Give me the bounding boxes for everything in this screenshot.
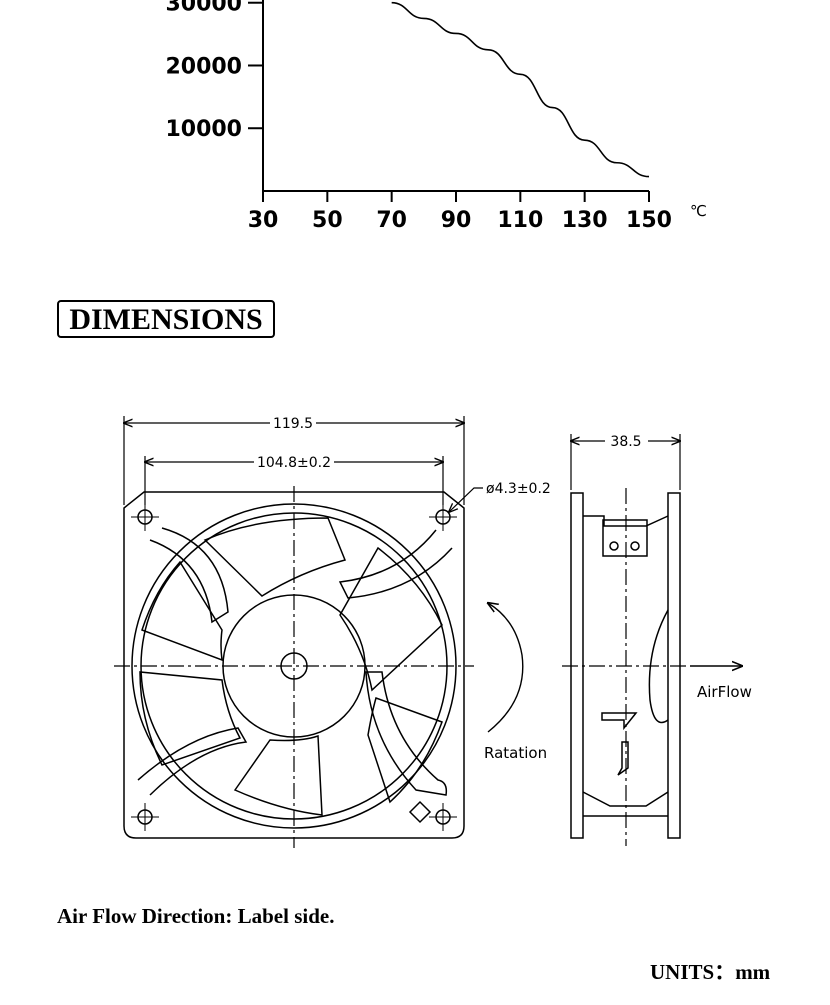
rotation-arrow bbox=[488, 603, 524, 733]
rotation-indicator-mark bbox=[601, 712, 638, 731]
x-tick-label: 70 bbox=[376, 208, 407, 233]
hole-diameter-label: ø4.3±0.2 bbox=[486, 481, 551, 497]
x-unit-label: ℃ bbox=[690, 202, 707, 220]
x-tick-label: 50 bbox=[312, 208, 343, 233]
connector-pin bbox=[609, 541, 619, 551]
temperature-curve-chart: 30 50 70 90 110 130 150 10000 20000 30000 ℃ bbox=[165, 0, 707, 233]
fan-blade bbox=[233, 734, 323, 816]
y-tick-label: 30000 bbox=[165, 0, 242, 17]
x-tick-label: 150 bbox=[626, 208, 672, 233]
fan-blade bbox=[203, 517, 347, 597]
depth-label: 38.5 bbox=[610, 434, 641, 450]
x-tick-label: 90 bbox=[441, 208, 472, 233]
fan-blade bbox=[141, 560, 223, 662]
x-tick-label: 110 bbox=[497, 208, 543, 233]
fan-shroud-circle bbox=[131, 503, 457, 829]
fan-strut bbox=[149, 527, 229, 624]
airflow-indicator-mark bbox=[617, 741, 629, 776]
y-tick-group: 10000 20000 30000 bbox=[165, 0, 263, 142]
fan-strut bbox=[137, 727, 248, 796]
fan-side-view bbox=[570, 492, 681, 839]
series-line bbox=[391, 1, 650, 178]
side-dimension-lines bbox=[571, 434, 680, 490]
motor-profile bbox=[648, 609, 669, 724]
rotation-label: Ratation bbox=[484, 744, 547, 762]
y-tick-label: 20000 bbox=[165, 54, 242, 79]
connector-block bbox=[602, 519, 648, 557]
units-note: UNITS：mm bbox=[650, 960, 771, 984]
side-body-top bbox=[583, 515, 669, 527]
hole-spacing-label: 104.8±0.2 bbox=[257, 455, 331, 471]
connector-pin bbox=[630, 541, 640, 551]
side-frame-right bbox=[667, 492, 681, 839]
y-tick-label: 10000 bbox=[165, 117, 242, 142]
airflow-label: AirFlow bbox=[697, 683, 752, 701]
dimensions-title: DIMENSIONS bbox=[57, 300, 275, 338]
overall-width-label: 119.5 bbox=[273, 416, 313, 432]
fan-strut bbox=[338, 529, 453, 599]
x-tick-group: 30 50 70 90 110 130 150 bbox=[248, 191, 672, 233]
fan-blade bbox=[139, 671, 242, 766]
fan-label-tab bbox=[408, 800, 432, 824]
x-tick-label: 130 bbox=[562, 208, 608, 233]
fan-frame-outline bbox=[123, 491, 465, 839]
side-body-bottom bbox=[582, 791, 669, 807]
airflow-direction-note: Air Flow Direction: Label side. bbox=[57, 904, 335, 928]
mounting-holes bbox=[131, 503, 457, 831]
fan-blade bbox=[339, 546, 443, 692]
fan-blade bbox=[367, 697, 443, 804]
front-dimension-lines bbox=[124, 416, 483, 512]
x-tick-label: 30 bbox=[248, 208, 279, 233]
side-frame-left bbox=[570, 492, 584, 839]
fan-strut bbox=[365, 671, 448, 796]
